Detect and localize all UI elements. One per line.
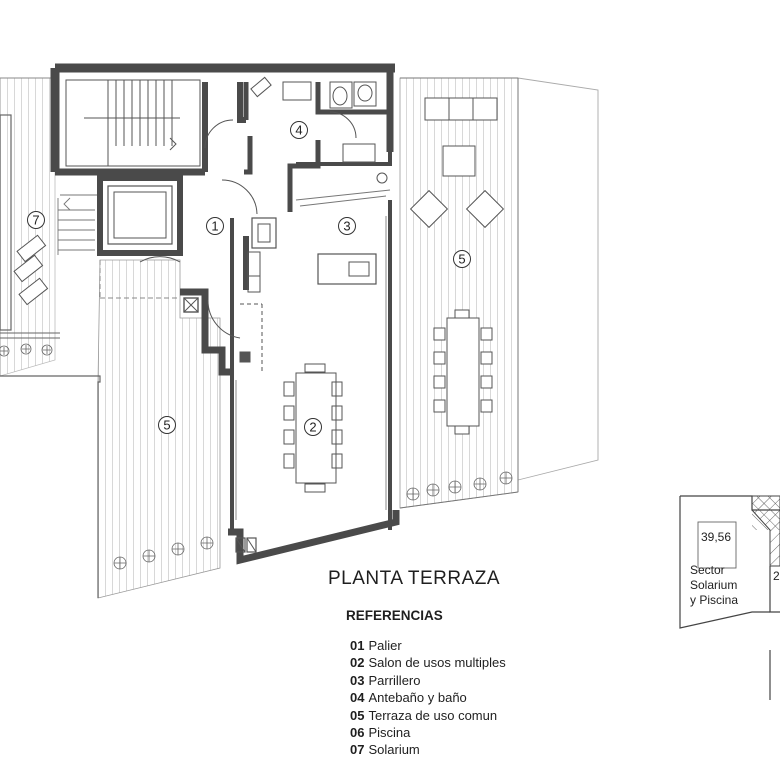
sun-lounger <box>13 234 49 306</box>
inset-area-value: 39,56 <box>701 530 731 544</box>
room-label-1: 1 <box>211 219 218 234</box>
inset-edge-mark: 2 <box>773 569 780 583</box>
dining-table <box>433 309 493 435</box>
inset-sector-line3: y Piscina <box>690 593 738 607</box>
plant-row <box>406 471 513 501</box>
terrace-right <box>399 77 599 509</box>
room-labels: 1 2 3 4 5 5 7 <box>27 121 471 436</box>
room-label-7: 7 <box>32 213 39 228</box>
building-walls <box>50 63 400 565</box>
key-plan-inset: 39,56 Sector Solarium y Piscina 2 <box>679 495 780 700</box>
references-heading: REFERENCIAS <box>346 608 443 623</box>
interior-details <box>65 76 391 553</box>
plant-row <box>0 343 53 357</box>
room-label-3: 3 <box>343 219 350 234</box>
exterior-stair <box>57 194 100 255</box>
room-label-5-right: 5 <box>458 252 465 267</box>
inset-sector-line2: Solarium <box>690 578 737 592</box>
sun-lounger <box>409 97 505 229</box>
solarium-terrace <box>0 77 60 377</box>
room-label-2: 2 <box>309 420 316 435</box>
room-label-4: 4 <box>295 123 302 138</box>
inset-sector-line1: Sector <box>690 563 725 577</box>
plan-title: PLANTA TERRAZA <box>328 568 501 589</box>
plant-row <box>113 536 214 570</box>
room-label-5-left: 5 <box>163 418 170 433</box>
